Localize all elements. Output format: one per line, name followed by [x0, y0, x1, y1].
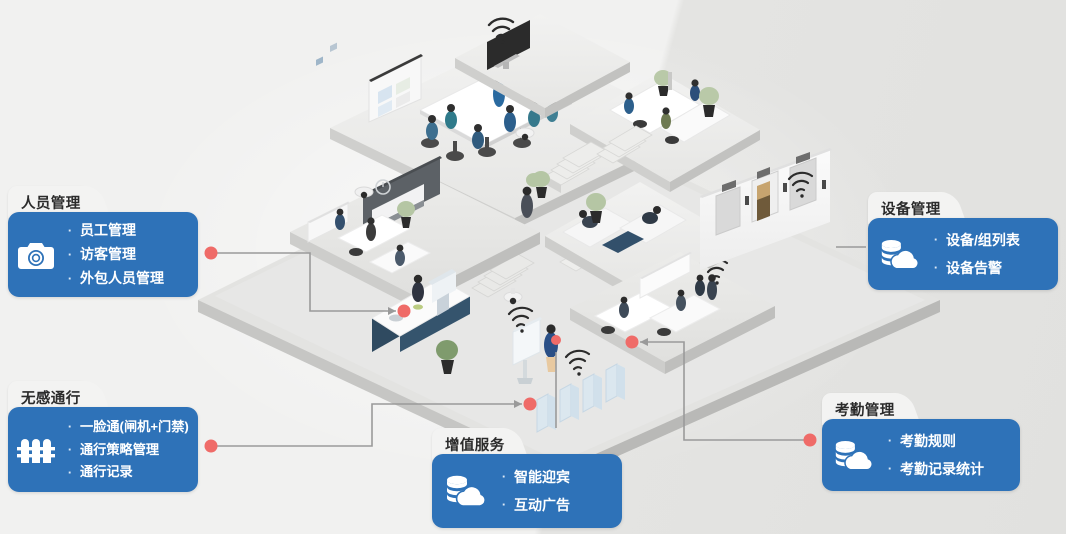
card-device-title: 设备管理 [881, 201, 941, 218]
camera-icon [8, 240, 64, 270]
card-access-body[interactable]: · 一脸通(闸机+门禁) · 通行策略管理 · 通行记录 [8, 407, 198, 492]
wifi-signal-gate [564, 349, 591, 376]
bullet-icon: · [501, 497, 507, 513]
card-value-title: 增值服务 [445, 437, 505, 454]
card-attendance-list: · 考勤规则 · 考勤记录统计 [884, 431, 984, 480]
card-access-title: 无感通行 [21, 390, 81, 407]
upper-right-office [570, 70, 760, 192]
hotspot-turnstile-gates [523, 397, 537, 411]
bullet-icon: · [67, 441, 73, 457]
receptionist [412, 274, 424, 302]
bullet-icon: · [67, 246, 73, 262]
card-personnel-title: 人员管理 [21, 195, 81, 212]
standing-worker [707, 274, 717, 300]
turnstile-gates [536, 349, 625, 433]
security-camera-left [354, 186, 374, 199]
list-item[interactable]: · 互动广告 [498, 495, 570, 516]
list-item[interactable]: · 智能迎宾 [498, 467, 570, 488]
potted-plant-7 [526, 173, 542, 187]
card-attendance-title: 考勤管理 [835, 402, 895, 419]
card-attendance-body[interactable]: · 考勤规则 · 考勤记录统计 [822, 419, 1020, 491]
list-item[interactable]: · 外包人员管理 [64, 268, 164, 289]
list-item[interactable]: · 员工管理 [64, 220, 164, 241]
hotspot-personnel-card [204, 246, 218, 260]
card-device-body[interactable]: · 设备/组列表 · 设备告警 [868, 218, 1058, 290]
wifi-signal-kiosk [507, 306, 534, 333]
bullet-icon: · [67, 222, 73, 238]
list-item[interactable]: · 通行记录 [64, 462, 189, 482]
connector-dots [204, 246, 817, 453]
elevator-door-1 [715, 180, 741, 236]
monitor-platform [455, 14, 630, 118]
cloud-data-icon [868, 238, 930, 271]
hotspot-reception-desk [397, 304, 411, 318]
potted-plant-3 [397, 201, 415, 228]
reception-desk [371, 269, 472, 374]
walking-person [521, 186, 533, 218]
card-access-list: · 一脸通(闸机+门禁) · 通行策略管理 · 通行记录 [64, 417, 189, 482]
lower-right-workspace [570, 251, 775, 374]
potted-plant-4 [436, 340, 458, 374]
wall-shelf-right [639, 251, 692, 299]
elevator-door-open [751, 167, 779, 223]
elevator-bank [700, 148, 832, 270]
wall-monitor [487, 20, 530, 70]
bullet-icon: · [933, 260, 939, 276]
card-personnel-body[interactable]: · 员工管理 · 访客管理 · 外包人员管理 [8, 212, 198, 297]
hotspot-attendance-card [803, 433, 817, 447]
hotspot-access-card [204, 439, 218, 453]
bullet-icon: · [501, 469, 507, 485]
presentation-screen [368, 54, 423, 123]
potted-plant-5 [586, 193, 606, 223]
list-item[interactable]: · 设备告警 [930, 258, 1020, 279]
card-personnel-list: · 员工管理 · 访客管理 · 外包人员管理 [64, 220, 164, 289]
card-value-body[interactable]: · 智能迎宾 · 互动广告 [432, 454, 622, 528]
wifi-signal-elevator [787, 171, 814, 198]
workstations [593, 274, 722, 336]
elevator-door-3 [789, 152, 817, 211]
bullet-icon: · [67, 418, 73, 434]
list-item[interactable]: · 考勤规则 [884, 431, 984, 452]
security-camera-upper [515, 127, 535, 141]
hotspot-kiosk-greeter [551, 335, 561, 345]
list-item[interactable]: · 考勤记录统计 [884, 459, 984, 480]
staircase-right [596, 125, 653, 164]
cloud-data-icon [432, 474, 498, 508]
hotspot-workspace [625, 335, 639, 349]
mid-left-office [290, 42, 540, 308]
bullet-icon: · [887, 461, 893, 477]
list-item[interactable]: · 设备/组列表 [930, 230, 1020, 251]
list-item[interactable]: · 通行策略管理 [64, 440, 189, 460]
cloud-data-icon [822, 439, 884, 472]
desk-cluster-left [335, 208, 432, 274]
potted-plant-2 [654, 70, 672, 96]
bullet-icon: · [67, 270, 73, 286]
reception-kiosk-screen [428, 269, 456, 316]
card-value-list: · 智能迎宾 · 互动广告 [498, 467, 570, 516]
bullet-icon: · [67, 464, 73, 480]
security-camera-mid [503, 288, 523, 305]
list-item[interactable]: · 一脸通(闸机+门禁) [64, 417, 189, 437]
turnstile-icon [8, 434, 64, 466]
bullet-icon: · [933, 232, 939, 248]
bullet-icon: · [887, 433, 893, 449]
potted-plant-1 [699, 87, 719, 117]
card-device-list: · 设备/组列表 · 设备告警 [930, 230, 1020, 279]
wifi-signal-top [487, 17, 515, 44]
list-item[interactable]: · 访客管理 [64, 244, 164, 265]
